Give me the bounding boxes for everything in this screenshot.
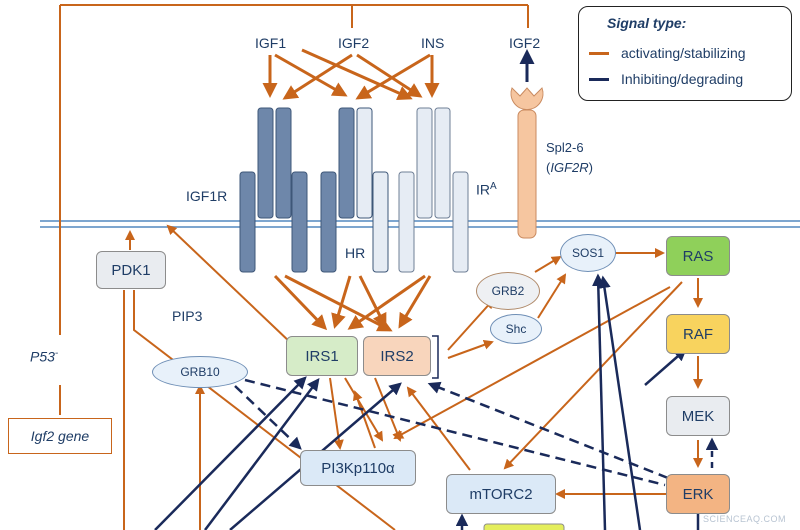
ir-superscript: A	[490, 181, 497, 192]
igf2-bound-label: IGF2	[509, 35, 541, 51]
igf2r-label: (IGF2R)	[546, 160, 593, 175]
pip3-label: PIP3	[172, 308, 203, 324]
irs1-node: IRS1	[286, 336, 358, 376]
igf1-label: IGF1	[255, 35, 287, 51]
legend-title: Signal type:	[607, 15, 687, 31]
p53-superscript: -	[54, 348, 59, 359]
ins-label: INS	[421, 35, 445, 51]
watermark: SCIENCEAQ.COM	[703, 514, 787, 524]
legend-inhibiting: Inhibiting/degrading	[589, 71, 743, 87]
igf2-gene-box: Igf2 gene	[8, 418, 112, 454]
igf2-gene-feedback-frame	[59, 4, 529, 415]
ras-node: RAS	[666, 236, 730, 276]
bottom-partial-node	[483, 523, 565, 530]
p53-text: P53	[30, 348, 55, 365]
spl-label: Spl2-6	[546, 140, 584, 155]
igf1r-label: IGF1R	[186, 188, 228, 204]
igf1r-receptor	[239, 107, 308, 273]
mtorc2-node: mTORC2	[446, 474, 556, 514]
grb10-node: GRB10	[152, 356, 248, 388]
shc-node: Shc	[490, 314, 542, 344]
ir-a-receptor	[398, 107, 469, 273]
erk-node: ERK	[666, 474, 730, 514]
receptor-to-irs-arrows	[273, 274, 432, 332]
cell-membrane	[40, 220, 800, 228]
legend-inhibiting-label: Inhibiting/degrading	[621, 71, 744, 87]
sos1-node: SOS1	[560, 234, 616, 272]
irs-bracket	[432, 335, 439, 379]
hr-hybrid-receptor	[320, 107, 389, 273]
igf2-label: IGF2	[338, 35, 370, 51]
pi3k-node: PI3Kp110α	[300, 450, 416, 486]
inhibiting-swatch	[589, 77, 609, 81]
mek-node: MEK	[666, 396, 730, 436]
igf2r-text: IGF2R	[550, 160, 589, 175]
pdk1-node: PDK1	[96, 251, 166, 289]
raf-node: RAF	[666, 314, 730, 354]
legend-activating: activating/stabilizing	[589, 45, 746, 61]
ligand-arrows	[262, 48, 440, 100]
irs2-node: IRS2	[363, 336, 431, 376]
grb2-node: GRB2	[476, 272, 540, 310]
legend-activating-label: activating/stabilizing	[621, 45, 746, 61]
inhibiting-arrows	[154, 273, 719, 530]
legend: Signal type: activating/stabilizing Inhi…	[578, 6, 792, 101]
ir-label: IRA	[476, 181, 497, 198]
ir-text: IR	[476, 181, 490, 198]
activating-arrows	[123, 224, 703, 530]
p53-label: P53-	[30, 348, 58, 365]
activating-swatch	[589, 51, 609, 55]
igf2r-receptor	[510, 87, 544, 239]
hr-label: HR	[345, 245, 366, 261]
